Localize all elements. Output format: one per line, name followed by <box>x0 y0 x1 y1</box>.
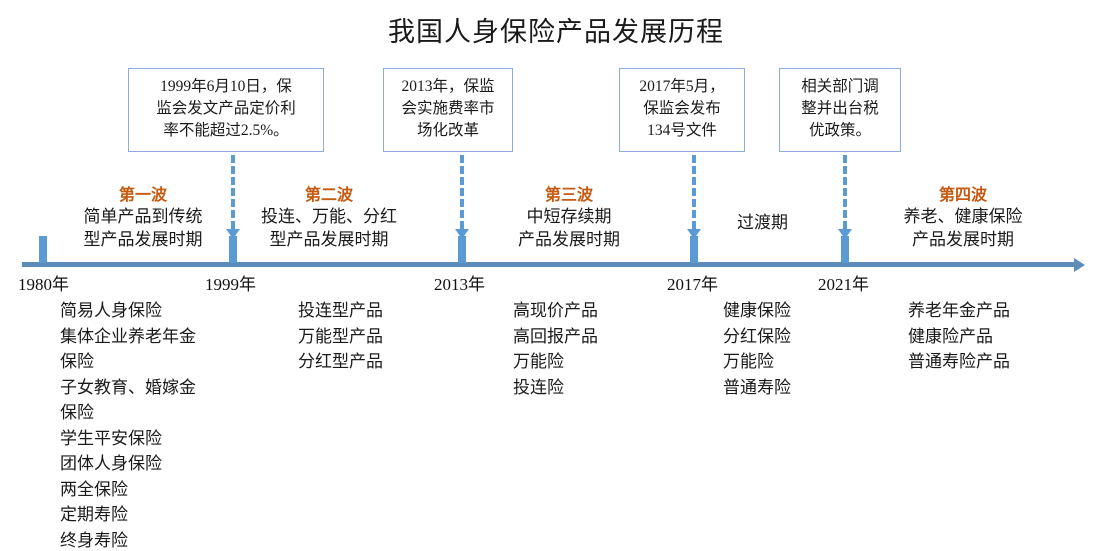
phase-description-line: 中短存续期 <box>526 207 612 226</box>
list-item: 万能险 <box>513 352 564 371</box>
year-label-2017: 2017年 <box>667 275 718 294</box>
connector-arrow-2017 <box>687 155 701 241</box>
callout-line: 整并出台税 <box>801 100 879 117</box>
product-list-3: 高现价产品 高回报产品 万能险 投连险 <box>513 298 598 400</box>
list-item: 保险 <box>60 352 94 371</box>
list-item: 投连险 <box>513 377 564 397</box>
phase-block-1: 第一波 简单产品到传统 型产品发展时期 <box>60 186 226 251</box>
phase-description-line: 养老、健康保险 <box>903 207 1023 226</box>
year-label-1999: 1999年 <box>205 275 256 294</box>
list-item: 两全保险 <box>60 479 128 499</box>
timeline-axis <box>22 262 1078 267</box>
year-label-2021: 2021年 <box>818 275 869 294</box>
callout-box-2017: 2017年5月， 保监会发布 134号文件 <box>619 68 745 152</box>
axis-tick-2013 <box>458 236 466 263</box>
phase-description-line: 简单产品到传统 <box>83 207 203 226</box>
year-label-2013: 2013年 <box>434 275 485 294</box>
callout-line: 134号文件 <box>647 122 717 139</box>
list-item: 养老年金产品 <box>908 301 1010 320</box>
phase-description-line: 投连、万能、分红 <box>261 207 397 226</box>
axis-tick-2017 <box>690 236 698 263</box>
phase-description-line: 型产品发展时期 <box>269 229 389 249</box>
product-list-2: 投连型产品 万能型产品 分红型产品 <box>298 298 383 375</box>
callout-line: 2017年5月， <box>639 78 725 95</box>
connector-dashed-line <box>231 155 235 229</box>
phase-description-line: 型产品发展时期 <box>83 229 203 249</box>
list-item: 子女教育、婚嫁金 <box>60 377 196 397</box>
year-label-1980: 1980年 <box>18 275 69 294</box>
list-item: 团体人身保险 <box>60 454 162 473</box>
list-item: 投连型产品 <box>298 301 383 320</box>
arrowhead-down-icon <box>226 229 240 239</box>
axis-tick-2021 <box>841 236 849 263</box>
connector-dashed-line <box>460 155 464 229</box>
phase-block-3: 第三波 中短存续期 产品发展时期 <box>489 186 649 251</box>
product-list-5: 养老年金产品 健康险产品 普通寿险产品 <box>908 298 1010 375</box>
list-item: 学生平安保险 <box>60 428 162 448</box>
callout-box-1999: 1999年6月10日，保 监会发文产品定价利 率不能超过2.5%。 <box>128 68 324 152</box>
list-item: 终身寿险 <box>60 530 128 550</box>
list-item: 普通寿险 <box>723 377 791 397</box>
callout-line: 率不能超过2.5%。 <box>163 122 289 139</box>
callout-line: 1999年6月10日，保 <box>160 78 292 95</box>
interim-period-label: 过渡期 <box>737 213 788 232</box>
phase-description-line: 产品发展时期 <box>912 229 1014 249</box>
callout-line: 会实施费率市 <box>401 100 495 117</box>
list-item: 万能险 <box>723 352 774 371</box>
page-title: 我国人身保险产品发展历程 <box>388 17 724 47</box>
callout-line: 相关部门调 <box>801 78 879 95</box>
timeline-axis-arrowhead-icon <box>1074 257 1085 272</box>
arrowhead-down-icon <box>455 229 469 239</box>
axis-tick-1980 <box>39 236 47 263</box>
callout-line: 场化改革 <box>416 122 479 139</box>
phase-title: 第二波 <box>304 187 353 204</box>
callout-line: 2013年，保监 <box>401 78 495 95</box>
product-list-4: 健康保险 分红保险 万能险 普通寿险 <box>723 298 791 400</box>
phase-description: 养老、健康保险 产品发展时期 <box>880 206 1046 251</box>
arrowhead-down-icon <box>838 229 852 239</box>
list-item: 普通寿险产品 <box>908 352 1010 371</box>
list-item: 简易人身保险 <box>60 301 162 320</box>
callout-box-2013: 2013年，保监 会实施费率市 场化改革 <box>383 68 513 152</box>
connector-dashed-line <box>692 155 696 229</box>
phase-block-4: 第四波 养老、健康保险 产品发展时期 <box>880 186 1046 251</box>
callout-line: 保监会发布 <box>643 100 721 117</box>
phase-description: 中短存续期 产品发展时期 <box>489 206 649 251</box>
list-item: 健康保险 <box>723 301 791 320</box>
list-item: 高回报产品 <box>513 326 598 346</box>
list-item: 高现价产品 <box>513 301 598 320</box>
connector-arrow-2021 <box>838 155 852 241</box>
phase-description-line: 产品发展时期 <box>518 229 620 249</box>
connector-arrow-1999 <box>226 155 240 241</box>
connector-dashed-line <box>843 155 847 229</box>
arrowhead-down-icon <box>687 229 701 239</box>
list-item: 健康险产品 <box>908 326 993 346</box>
callout-line: 监会发文产品定价利 <box>156 100 296 117</box>
phase-title: 第四波 <box>938 187 987 204</box>
list-item: 定期寿险 <box>60 505 128 524</box>
callout-box-2021: 相关部门调 整并出台税 优政策。 <box>779 68 901 152</box>
phase-description: 投连、万能、分红 型产品发展时期 <box>240 206 418 251</box>
phase-title: 第三波 <box>544 187 593 204</box>
list-item: 集体企业养老年金 <box>60 326 196 346</box>
axis-tick-1999 <box>229 236 237 263</box>
callout-line: 优政策。 <box>808 122 871 139</box>
phase-title: 第一波 <box>118 187 167 204</box>
list-item: 保险 <box>60 403 94 422</box>
list-item: 分红型产品 <box>298 352 383 371</box>
phase-block-2: 第二波 投连、万能、分红 型产品发展时期 <box>240 186 418 251</box>
product-list-1: 简易人身保险 集体企业养老年金 保险 子女教育、婚嫁金 保险 学生平安保险 团体… <box>60 298 196 551</box>
connector-arrow-2013 <box>455 155 469 241</box>
list-item: 分红保险 <box>723 326 791 346</box>
list-item: 万能型产品 <box>298 326 383 346</box>
phase-description: 简单产品到传统 型产品发展时期 <box>60 206 226 251</box>
